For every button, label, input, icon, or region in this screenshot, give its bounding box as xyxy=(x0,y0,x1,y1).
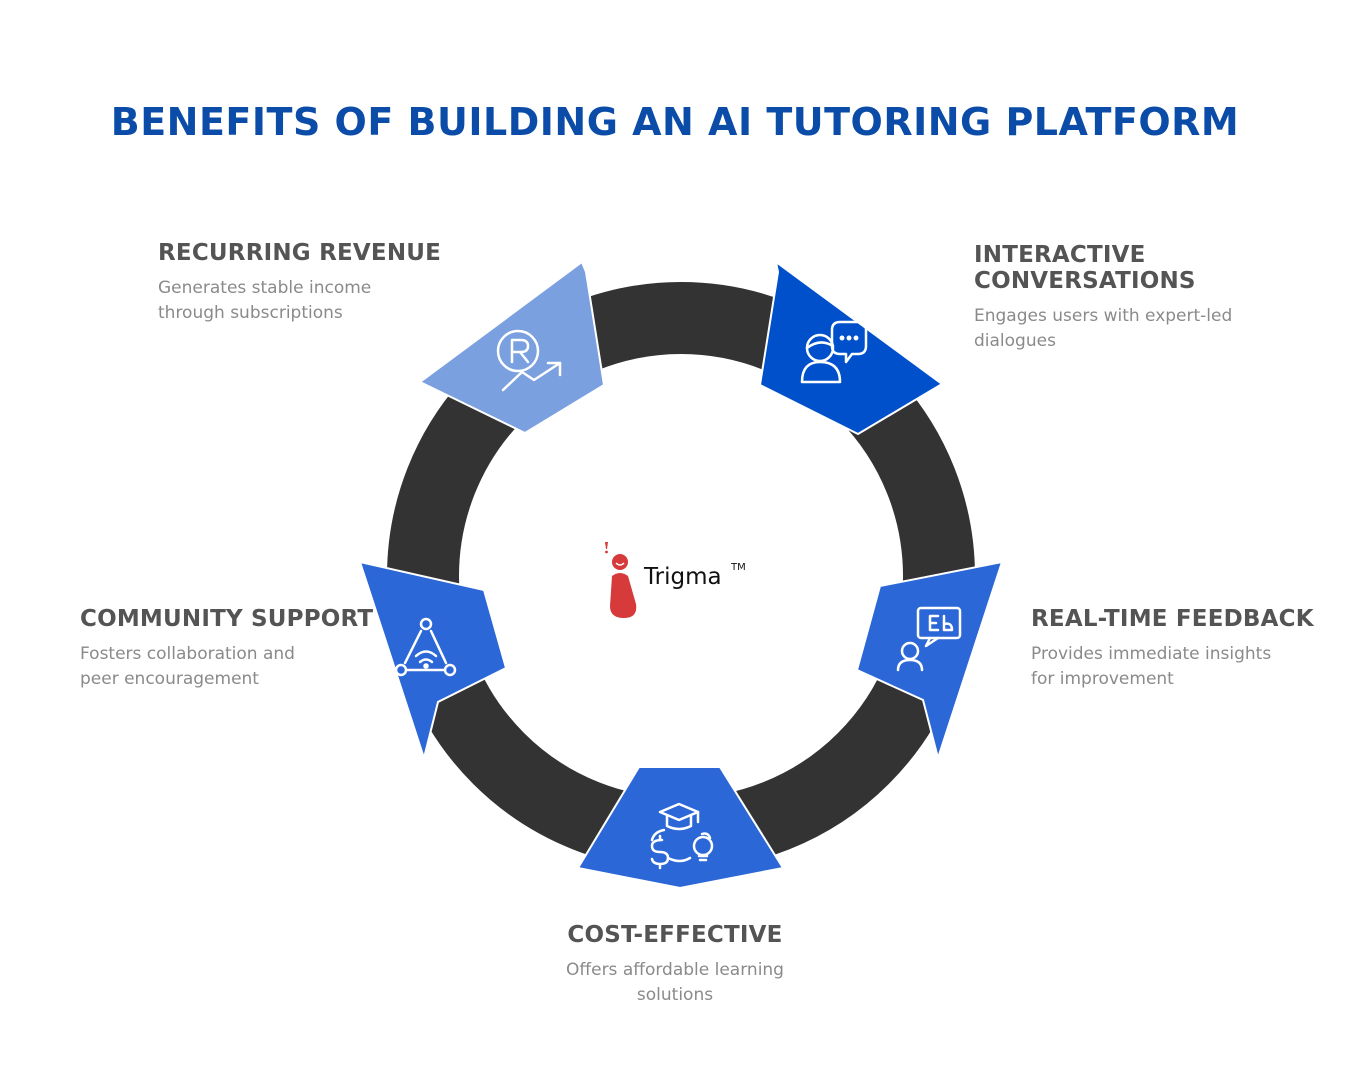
benefit-description: Generates stable income through subscrip… xyxy=(158,276,458,326)
desc-line: Offers affordable learning xyxy=(566,960,784,980)
segment-cost-effective xyxy=(576,766,785,890)
benefit-heading: COMMUNITY SUPPORT xyxy=(80,606,374,632)
desc-line: Engages users with expert-led xyxy=(974,306,1233,326)
desc-line: Fosters collaboration and xyxy=(80,644,295,664)
segment-interactive-conversations xyxy=(758,259,944,436)
revenue-growth-icon xyxy=(496,329,562,392)
trigma-logo: Trigma TM xyxy=(600,540,760,624)
desc-line: dialogues xyxy=(974,331,1056,351)
benefit-recurring-revenue: RECURRING REVENUE Generates stable incom… xyxy=(158,240,458,326)
chat-user-icon xyxy=(800,320,868,384)
desc-line: Provides immediate insights xyxy=(1031,644,1272,664)
benefit-community-support: COMMUNITY SUPPORT Fosters collaboration … xyxy=(80,606,380,692)
benefit-cost-effective: COST-EFFECTIVE Offers affordable learnin… xyxy=(525,922,825,1008)
benefit-heading: COST-EFFECTIVE xyxy=(567,922,783,948)
benefit-description: Engages users with expert-led dialogues xyxy=(974,304,1274,354)
graduation-cost-icon xyxy=(650,802,714,870)
feedback-board-icon xyxy=(896,606,962,672)
logo-name: Trigma xyxy=(644,564,722,590)
benefit-heading: INTERACTIVE CONVERSATIONS xyxy=(974,242,1196,294)
desc-line: through subscriptions xyxy=(158,303,343,323)
benefit-description: Fosters collaboration and peer encourage… xyxy=(80,642,380,692)
segment-community-support xyxy=(358,560,508,762)
desc-line: peer encouragement xyxy=(80,669,259,689)
desc-line: for improvement xyxy=(1031,669,1174,689)
community-network-icon xyxy=(394,617,457,677)
logo-trademark: TM xyxy=(731,562,746,573)
desc-line: Generates stable income xyxy=(158,278,372,298)
benefit-heading: RECURRING REVENUE xyxy=(158,240,442,266)
trigma-mascot-icon xyxy=(605,542,637,618)
benefit-description: Offers affordable learning solutions xyxy=(525,958,825,1008)
benefit-description: Provides immediate insights for improvem… xyxy=(1031,642,1331,692)
benefit-heading: REAL-TIME FEEDBACK xyxy=(1031,606,1314,632)
benefit-real-time-feedback: REAL-TIME FEEDBACK Provides immediate in… xyxy=(1031,606,1331,692)
page-title: BENEFITS OF BUILDING AN AI TUTORING PLAT… xyxy=(110,100,1240,144)
desc-line: solutions xyxy=(636,985,714,1005)
segment-real-time-feedback xyxy=(855,560,1004,762)
benefit-interactive-conversations: INTERACTIVE CONVERSATIONS Engages users … xyxy=(974,242,1274,354)
